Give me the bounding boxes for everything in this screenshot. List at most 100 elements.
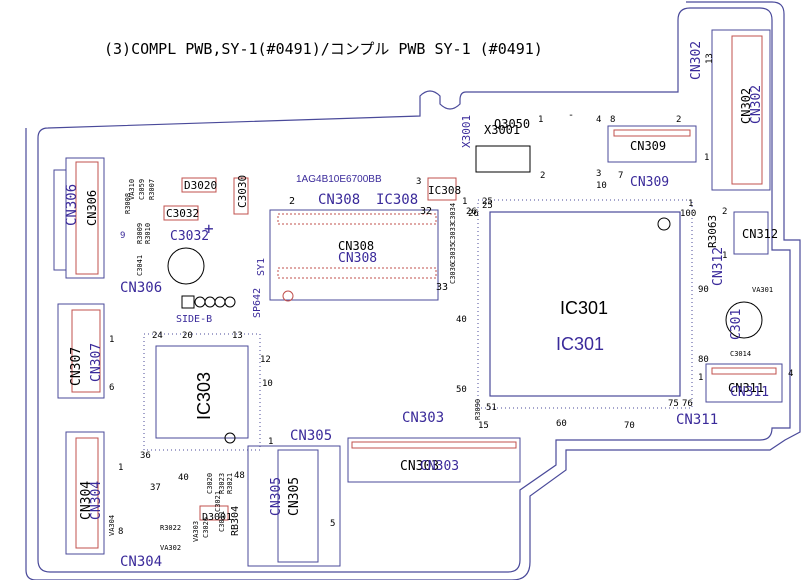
cn307-pin1: 1 [109,335,114,345]
plus-mark: + [204,219,214,238]
connector-cn312: CN312 CN312 2 1 [711,207,778,286]
ic301-pin26: 26 [468,209,479,219]
small-label: C3034 [449,203,457,224]
cn309-ref-black: CN309 [630,139,666,153]
cn309-pin1: 1 [704,153,709,163]
cn305-pin5: 5 [330,519,335,529]
small-label: C3035 [449,243,457,264]
cn312-ref: CN312 [711,247,726,286]
small-label: VA310 [128,179,136,200]
cn303-ref-overlay: CN303 [420,459,459,474]
small-label: C3036 [449,263,457,284]
cn308-ref: CN308 [338,251,377,266]
ic301-pin100: 100 [680,209,696,219]
ic303-pin48: 48 [234,471,245,481]
small-label: C3011 [218,511,226,532]
cn311-pin1: 1 [698,373,703,383]
cn308-pin2: 2 [289,196,295,207]
cn304-label: CN304 [120,554,162,570]
small-label: R3021 [226,473,234,494]
mark-pin10: 10 [596,181,607,191]
small-label: C3020 [206,473,214,494]
cn308-label-top: CN308 [318,192,360,208]
cn303-ref-black: CN303 [400,459,439,474]
x3001-label: X3001 [460,115,473,148]
ic308-ref: IC308 [376,192,418,208]
ic301-pin60: 60 [556,419,567,429]
mark-dash: - [568,110,574,121]
cn304-pin8: 8 [118,527,123,537]
cn304-ref: CN304 [89,481,104,520]
cn302-pin13: 13 [705,53,715,64]
ic301-pin90: 90 [698,285,709,295]
r3063-label: R3063 [706,215,719,248]
small-label: VA303 [192,521,200,542]
mark-pin1: 1 [538,115,543,125]
cn311-ref-black: CN311 [728,381,764,395]
connector-cn309: CN309 CN309 8 2 7 1 [607,115,709,190]
c3032-label: C3032 [166,207,199,220]
cn307-ref-black: CN307 [69,347,84,386]
small-label: C3014 [730,350,751,358]
small-label: VA302 [160,544,181,552]
board-code: 1AG4B10E6700BB [296,174,382,185]
q3050-label: Q3050 [494,117,530,131]
ic301-pin75: 75 [668,399,679,409]
ic301: IC301 IC301 25 26 1 100 90 80 76 75 70 6… [456,199,709,431]
cn311-ref-overlay: CN311 [730,385,769,400]
diagram-title: (3)COMPL PWB,SY-1(#0491)/コンプル PWB SY-1 (… [104,40,543,58]
cn308-pin33: 33 [436,282,448,293]
c301-label: C301 [729,309,744,340]
cn303-label: CN303 [402,410,444,426]
ic303-pin37: 37 [150,483,161,493]
connector-cn304: CN304 CN304 CN304 1 8 [65,431,162,570]
ic303: IC303 24 20 13 12 10 36 37 40 48 [140,331,273,493]
small-label: C3026 [202,517,210,538]
small-label: VA304 [108,515,116,536]
sy1-label: SY1 [256,258,267,276]
side-b-label: SIDE-B [176,314,212,325]
components: 1AG4B10E6700BB D3020 C3032 C3032 + C3030… [163,110,763,536]
small-label: C3033 [449,223,457,244]
cn309-pin8: 8 [610,115,615,125]
cn309-ref: CN309 [630,175,669,190]
ic303-pin10: 10 [262,379,273,389]
cn304-pin1: 1 [118,463,123,473]
cn302-ref-black: CN302 [739,88,753,124]
ic301-pin80: 80 [698,355,709,365]
small-label: R3009 [136,223,144,244]
cn303-pin15: 15 [478,421,489,431]
ic301-pin25: 25 [482,201,493,211]
small-label: R3010 [144,223,152,244]
cn308-pin32: 32 [420,206,432,217]
ic301-ref-black: IC301 [560,298,608,318]
cn309-pin7: 7 [618,171,623,181]
board-outline [25,1,801,580]
connector-cn303: CN303 CN303 CN303 15 [347,410,521,483]
cn312-pin1: 1 [722,251,727,261]
ic308-pin3: 3 [416,177,421,187]
ic303-pin12: 12 [260,355,271,365]
cn306-ref-black: CN306 [85,190,99,226]
small-label: VA301 [752,286,773,294]
cn311-pin4: 4 [788,369,793,379]
cn308-pin26-mark: 26 [466,207,477,217]
ic301-pin40: 40 [456,315,467,325]
small-label: R3090 [474,399,482,420]
cn307-pin6: 6 [109,383,114,393]
cn308-pin25-mark: 25 [482,197,493,207]
cn302-ref-overlay: CN302 [749,85,764,124]
d3001-label: D3001 [202,512,232,523]
cn311-label: CN311 [676,412,718,428]
cn305-pin1: 1 [268,437,273,447]
small-label: C3059 [138,179,146,200]
connector-cn306: CN306 CN306 CN306 9 [53,157,162,296]
ic303-pin36: 36 [140,451,151,461]
small-label: C3041 [136,255,144,276]
ic301-pin76: 76 [682,399,693,409]
cn306-label: CN306 [120,280,162,296]
ic301-ref: IC301 [556,334,604,354]
cn309-pin2: 2 [676,115,681,125]
